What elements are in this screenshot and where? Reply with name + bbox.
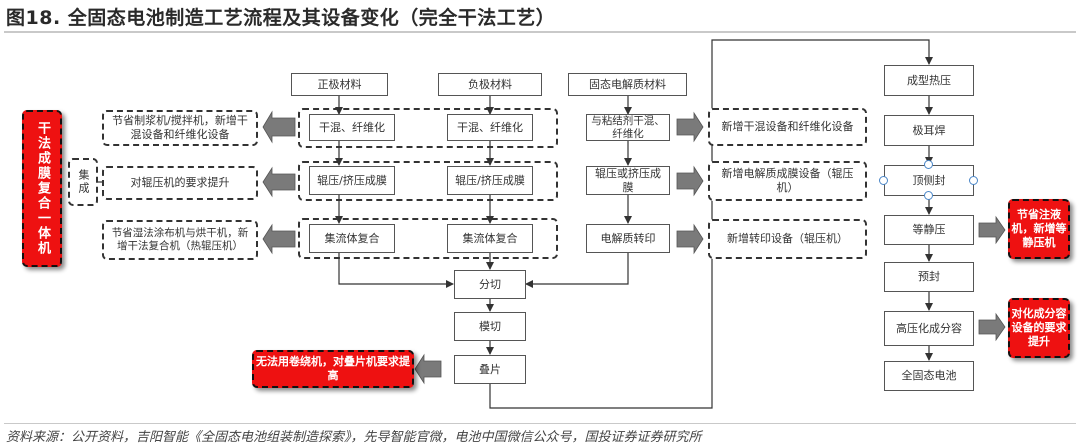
selection-handle-bottom [924,191,933,200]
source-footnote: 资料来源：公开资料，吉阳智能《全固态电池组装制造探索》，先导智能官微，电池中国微… [6,430,702,445]
header-anode: 负极材料 [438,73,542,96]
step-pre-seal: 预封 [884,262,974,292]
gray-arrow-right-1 [676,111,704,143]
step-stacking: 叠片 [454,355,526,384]
step-anode-dry-mix: 干混、纤维化 [447,114,533,141]
isostatic-press-note: 节省注液机，新增等静压机 [1008,199,1070,259]
group-dry-mix [298,108,558,148]
step-cathode-collector: 集流体复合 [309,224,395,253]
gray-arrow-left-2 [262,166,296,198]
gray-arrow-left-stack [414,353,442,385]
right-note-dry-mix: 新增干混设备和纤维化设备 [708,108,867,146]
step-formation-grading: 高压化成分容 [884,311,974,346]
stacking-machine-note: 无法用卷绕机，对叠片机要求提高 [252,350,414,388]
gray-arrow-right-formation [978,312,1006,342]
selection-handle-left [879,176,888,185]
step-hot-press: 成型热压 [884,65,974,96]
left-note-coating: 节省湿法涂布机与烘干机，新增干法复合机（热辊压机） [102,220,258,260]
step-electrolyte-roll: 辊压或挤压成膜 [586,166,670,195]
step-cathode-dry-mix: 干混、纤维化 [309,114,395,141]
step-anode-roll: 辊压/挤压成膜 [447,166,533,195]
arrow-electrolyte-to-slit [525,253,629,288]
group-collector [298,218,558,259]
dry-film-integrated-machine-label: 干法成膜复合一体机 [22,110,62,267]
step-top-side-seal: 顶侧封 [884,165,974,196]
gray-arrow-right-isostatic [978,215,1006,245]
left-note-mixing: 节省制浆机/搅拌机，新增干混设备和纤维化设备 [102,110,258,146]
step-solid-state-battery: 全固态电池 [884,361,974,391]
header-cathode: 正极材料 [291,73,388,96]
arrow-cathode-to-slit [338,253,454,288]
right-note-transfer: 新增转印设备（辊压机） [708,219,867,259]
formation-equipment-note: 对化成分容设备的要求提升 [1008,298,1070,358]
footer-divider [4,423,1076,424]
step-isostatic-press: 等静压 [884,215,974,245]
step-anode-collector: 集流体复合 [447,224,533,253]
step-electrolyte-transfer: 电解质转印 [586,224,670,253]
step-electrolyte-dry-mix: 与粘结剂干混、纤维化 [586,114,670,141]
gray-arrow-right-3 [676,223,704,255]
integration-box: 集成 [68,158,98,206]
group-roll [298,161,558,201]
header-electrolyte: 固态电解质材料 [568,73,687,96]
selection-handle-right [969,176,978,185]
right-note-electrolyte-film: 新增电解质成膜设备（辊压机） [708,161,867,201]
step-slitting: 分切 [454,270,526,299]
gray-arrow-right-2 [676,165,704,197]
figure-title: 图18. 全固态电池制造工艺流程及其设备变化（完全干法工艺） [6,7,556,29]
gray-arrow-left-3 [262,223,296,255]
step-tab-welding: 极耳焊 [884,115,974,146]
selection-handle-top [924,160,933,169]
red-label-text: 干法成膜复合一体机 [35,121,50,256]
step-cathode-roll: 辊压/挤压成膜 [309,166,395,195]
step-die-cut: 模切 [454,312,526,341]
left-note-roller: 对辊压机的要求提升 [102,166,258,200]
gray-arrow-left-1 [262,110,296,144]
title-divider [4,31,1076,33]
